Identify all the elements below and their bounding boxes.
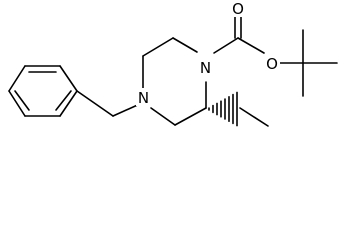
bond-c3-c2 [142,37,174,57]
atom-text-n4: N [138,89,149,107]
atom-label-ester-o: O [264,55,280,73]
atom-label-n1: N [198,58,213,77]
ethyl-group [208,91,269,127]
bond-benzene-5 [59,65,78,92]
bond-c2-n1 [172,37,198,53]
bond-n1-carbonyl [213,37,239,54]
bond-c6-c5 [174,107,207,126]
stereo-hashed-wedge [208,91,238,127]
atom-label-n4: N [136,88,151,107]
molecule-structure: N N O O [8,0,338,127]
benzene-ring [8,65,78,117]
boc-group [213,16,338,97]
bond-carbonyl-ester-o [237,37,265,54]
piperazine-ring [142,37,207,126]
atom-label-carbonyl-o: O [230,0,246,18]
bond-ring-to-ch2 [76,90,114,117]
atom-text-ester-o: O [266,55,278,73]
bond-benzene-4 [59,90,78,117]
bond-benzene-double-2 [14,90,30,111]
bond-benzene-2 [8,90,26,117]
bond-benzene-1 [8,65,26,92]
bond-c5-n4 [150,107,176,126]
bond-ethyl-ch2-ch3 [239,107,269,127]
atom-text-carbonyl-o: O [232,0,244,18]
atom-text-n1: N [200,59,211,77]
bond-benzene-double-3 [55,90,72,111]
